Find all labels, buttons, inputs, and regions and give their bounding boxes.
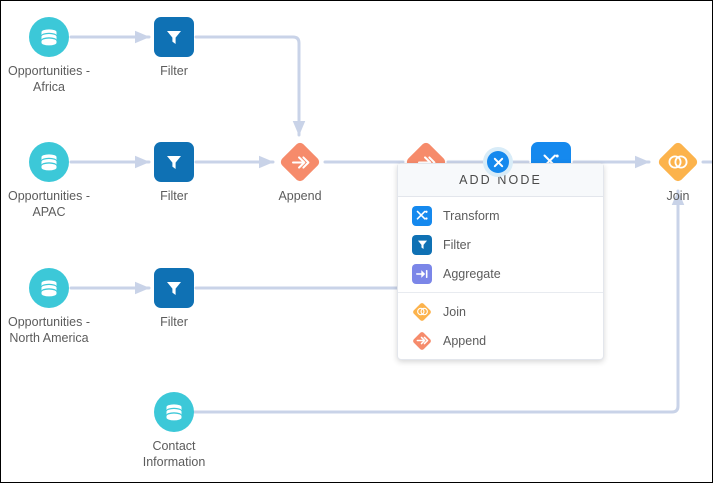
menu-item-label: Join	[443, 304, 466, 319]
close-icon	[487, 151, 509, 173]
database-icon	[29, 268, 69, 308]
append-icon	[412, 330, 432, 351]
edge-filter1-append	[194, 35, 306, 137]
menu-item-filter[interactable]: Filter	[398, 230, 603, 259]
node-label: Append	[278, 189, 322, 203]
node-ds-north-america[interactable]: Opportunities - North America	[8, 268, 90, 345]
node-label: Join	[666, 189, 690, 203]
database-icon	[29, 142, 69, 182]
menu-item-label: Aggregate	[443, 266, 501, 281]
transform-icon	[412, 205, 432, 226]
popup-group-transformations: Transform Filter	[398, 197, 603, 292]
funnel-icon	[412, 234, 432, 255]
node-filter-2[interactable]: Filter	[154, 142, 194, 203]
menu-item-transform[interactable]: Transform	[398, 201, 603, 230]
database-icon	[29, 17, 69, 57]
menu-item-aggregate[interactable]: Aggregate	[398, 259, 603, 288]
node-ds-africa[interactable]: Opportunities - Africa	[8, 17, 90, 94]
node-ds-apac[interactable]: Opportunities - APAC	[8, 142, 90, 219]
join-icon	[412, 301, 432, 322]
node-join-1[interactable]: Join	[656, 140, 700, 203]
join-node-shape	[656, 140, 700, 184]
node-ds-contact-information[interactable]: Contact Information	[143, 392, 205, 469]
menu-item-label: Transform	[443, 208, 500, 223]
node-filter-3[interactable]: Filter	[154, 268, 194, 329]
menu-item-label: Filter	[443, 237, 471, 252]
menu-item-join[interactable]: Join	[398, 297, 603, 326]
node-label: Filter	[160, 189, 188, 203]
node-label: Filter	[160, 315, 188, 329]
menu-item-append[interactable]: Append	[398, 326, 603, 355]
node-label: Opportunities - APAC	[8, 189, 90, 219]
edge-contact-join	[191, 189, 685, 414]
node-label: Filter	[160, 64, 188, 78]
funnel-icon	[154, 142, 194, 182]
node-label: Opportunities - North America	[8, 315, 90, 345]
node-filter-1[interactable]: Filter	[154, 17, 194, 78]
close-button[interactable]	[483, 147, 513, 177]
node-label: Contact Information	[142, 439, 206, 469]
database-icon	[154, 392, 194, 432]
aggregate-icon	[412, 263, 432, 284]
menu-item-label: Append	[443, 333, 487, 348]
append-node-shape	[278, 140, 322, 184]
popup-group-combine: Join Append	[398, 292, 603, 359]
funnel-icon	[154, 268, 194, 308]
funnel-icon	[154, 17, 194, 57]
add-node-popup[interactable]: ADD NODE Transform	[397, 163, 604, 360]
node-append-1[interactable]: Append	[278, 140, 322, 203]
node-label: Opportunities - Africa	[8, 64, 90, 94]
